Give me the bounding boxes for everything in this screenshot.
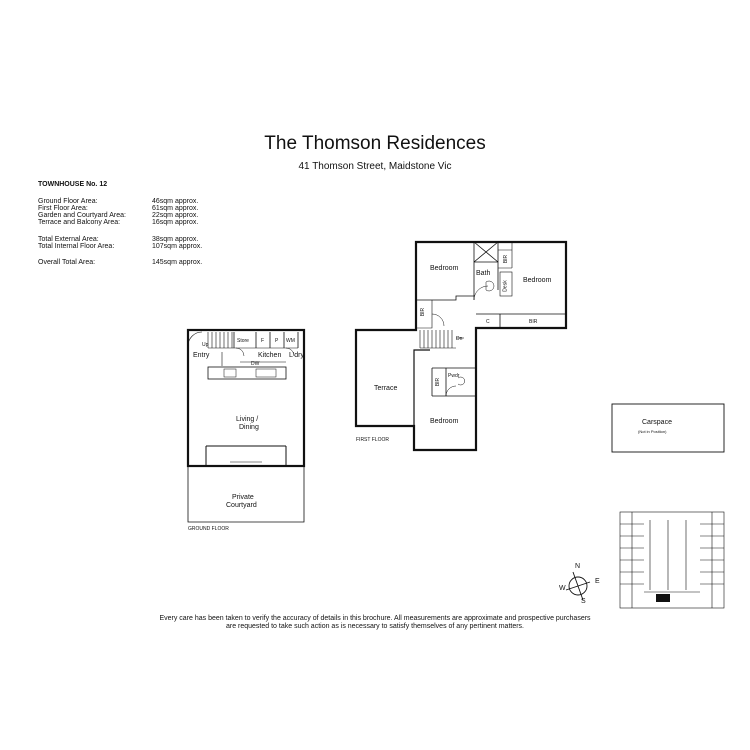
area-label: First Floor Area:: [38, 205, 88, 212]
area-value: 145sqm approx.: [152, 259, 203, 266]
page-title: The Thomson Residences: [264, 133, 486, 154]
label-living: Living /: [236, 416, 259, 423]
disclaimer-line-2: are requested to take such action as is …: [225, 623, 525, 630]
compass-n: N: [575, 563, 581, 570]
ground-floor-label: GROUND FLOOR: [188, 526, 229, 532]
area-value: 38sqm approx.: [152, 236, 199, 243]
site-plan: [619, 511, 725, 609]
label-wm: WM: [286, 338, 295, 344]
label-bir-lower: BIR: [435, 377, 442, 387]
address: 41 Thomson Street, Maidstone Vic: [298, 161, 452, 172]
label-bir-left: BIR: [420, 307, 427, 317]
area-label: Garden and Courtyard Area:: [38, 212, 126, 219]
carspace-note: (Not in Position): [638, 429, 667, 434]
site-highlight-unit: [656, 594, 670, 602]
area-value: 16sqm approx.: [152, 219, 199, 226]
label-dw: DW: [251, 361, 260, 367]
label-bir-bath: BIR: [503, 254, 510, 264]
area-value: 61sqm approx.: [152, 205, 199, 212]
area-label: Terrace and Balcony Area:: [38, 219, 121, 226]
label-bir-right: BIR: [529, 319, 538, 325]
label-bedroom-lower: Bedroom: [430, 418, 459, 425]
area-value: 107sqm approx.: [152, 243, 203, 250]
label-c: C: [486, 319, 490, 325]
first-floor-label: FIRST FLOOR: [356, 437, 389, 443]
label-kitchen: Kitchen: [258, 352, 282, 359]
label-up: Up: [202, 342, 209, 348]
ground-floor-plan: [186, 328, 306, 523]
disclaimer-line-1: Every care has been taken to verify the …: [159, 615, 591, 622]
area-value: 22sqm approx.: [152, 212, 199, 219]
label-fridge: F: [261, 338, 265, 344]
compass-rose: [565, 571, 591, 601]
label-bath: Bath: [476, 270, 491, 277]
carspace-outline: [611, 403, 725, 453]
label-laundry: L'dry: [289, 352, 304, 359]
label-bedroom-right: Bedroom: [523, 277, 552, 284]
disclaimer: Every care has been taken to verify the …: [100, 615, 650, 631]
label-pantry: P: [275, 338, 279, 344]
label-desk: Desk: [502, 280, 509, 292]
label-terrace: Terrace: [374, 385, 398, 392]
label-pwdr: Pwdr: [448, 373, 460, 379]
label-bedroom-left: Bedroom: [430, 265, 459, 272]
label-dn: Dn: [456, 336, 463, 342]
label-entry: Entry: [193, 352, 210, 359]
label-courtyard-2: Courtyard: [226, 502, 257, 509]
carspace-label: Carspace: [642, 419, 672, 426]
area-value: 46sqm approx.: [152, 198, 199, 205]
label-store: Store: [237, 338, 249, 344]
compass-w: W: [559, 585, 566, 592]
area-label: Total External Area:: [38, 236, 99, 243]
label-courtyard-1: Private: [232, 494, 254, 501]
area-label: Overall Total Area:: [38, 259, 96, 266]
compass-e: E: [595, 578, 600, 585]
townhouse-name: TOWNHOUSE No. 12: [38, 181, 108, 188]
first-floor-plan: [354, 240, 568, 452]
area-label: Total Internal Floor Area:: [38, 243, 115, 250]
compass-s: S: [581, 598, 586, 605]
label-dining: Dining: [239, 424, 259, 431]
area-label: Ground Floor Area:: [38, 198, 98, 205]
